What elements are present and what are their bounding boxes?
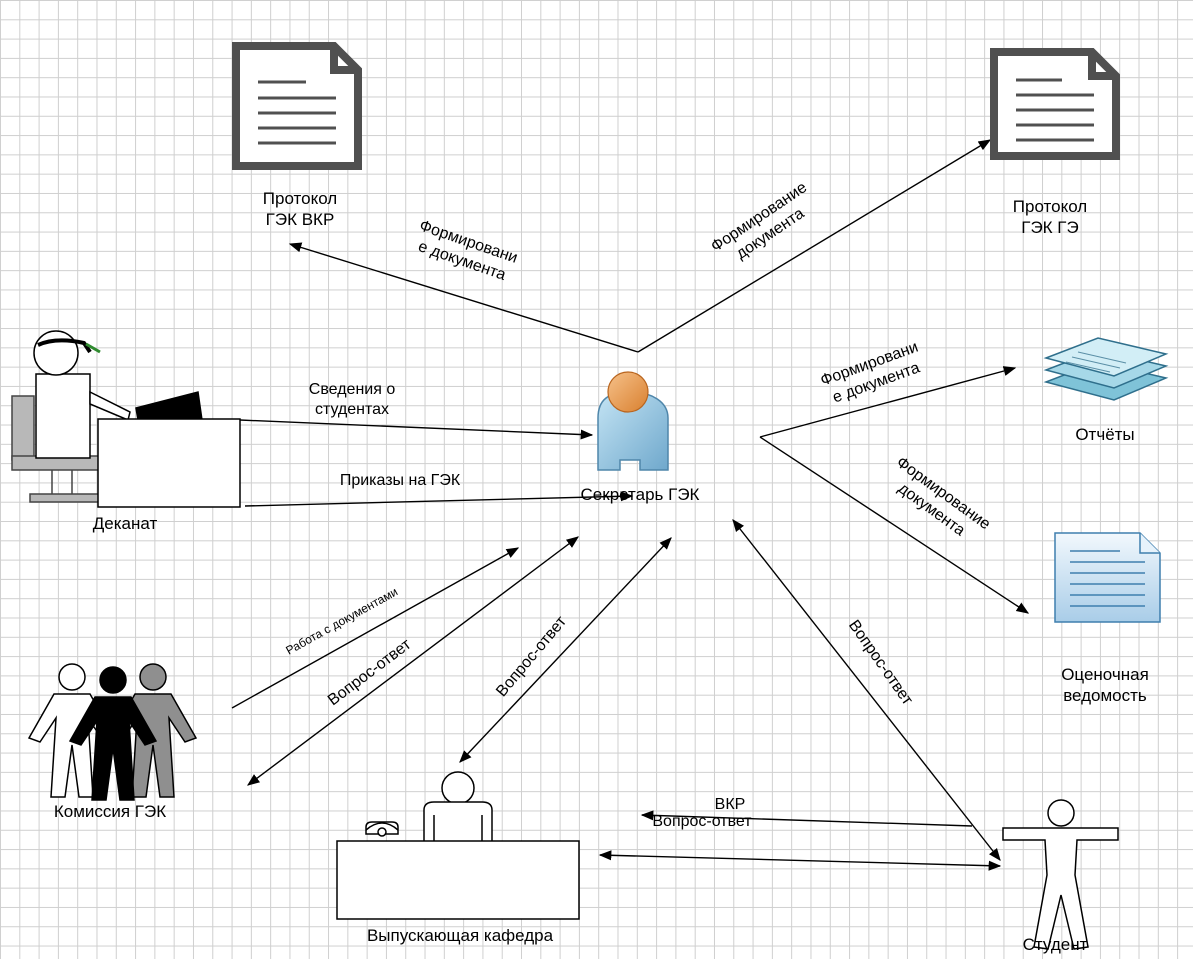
grade-sheet-document-icon xyxy=(1054,532,1161,623)
edge-dean-students-info xyxy=(239,419,594,440)
dean-office-label: Деканат xyxy=(92,514,158,533)
protocol-vkr-label: Протокол ГЭК ВКР xyxy=(262,189,338,229)
protocol-vkr-document-icon xyxy=(232,42,362,170)
student-label: Студент xyxy=(1022,935,1088,954)
edge-student-qa xyxy=(732,519,1001,861)
reports-label: Отчёты xyxy=(1075,425,1135,444)
protocol-ge-label: Протокол ГЭК ГЭ xyxy=(1012,197,1088,237)
grade-sheet-label: Оценочная ведомость xyxy=(1061,665,1149,705)
secretary-person-icon xyxy=(597,371,669,471)
reports-stack-icon xyxy=(1043,337,1169,401)
department-desk-icon xyxy=(336,771,580,920)
edge-student-vkr xyxy=(640,810,973,827)
edge-label-student-vkr: ВКР xyxy=(714,796,746,813)
edge-dean-orders xyxy=(244,491,634,507)
secretary-label: Секретарь ГЭК xyxy=(580,485,700,504)
connectors xyxy=(231,139,1030,871)
protocol-ge-document-icon xyxy=(990,48,1120,160)
student-person-icon xyxy=(1002,799,1119,950)
edge-to-protocol-ge xyxy=(637,139,992,353)
edge-label-dean-students-info: Сведения о студентах xyxy=(308,381,396,418)
edge-department-qa xyxy=(459,537,672,763)
edge-label-dept-student-qa: Вопрос-ответ xyxy=(652,813,752,830)
edge-commission-docs xyxy=(231,547,520,709)
commission-label: Комиссия ГЭК xyxy=(53,802,167,821)
dean-office-icon xyxy=(11,330,241,508)
edge-label-dean-orders: Приказы на ГЭК xyxy=(339,472,461,489)
commission-people-icon xyxy=(27,663,198,801)
edge-to-reports xyxy=(759,366,1017,438)
department-label: Выпускающая кафедра xyxy=(366,926,554,945)
edge-to-protocol-vkr xyxy=(288,242,639,353)
edge-dept-student-qa xyxy=(598,850,1002,871)
